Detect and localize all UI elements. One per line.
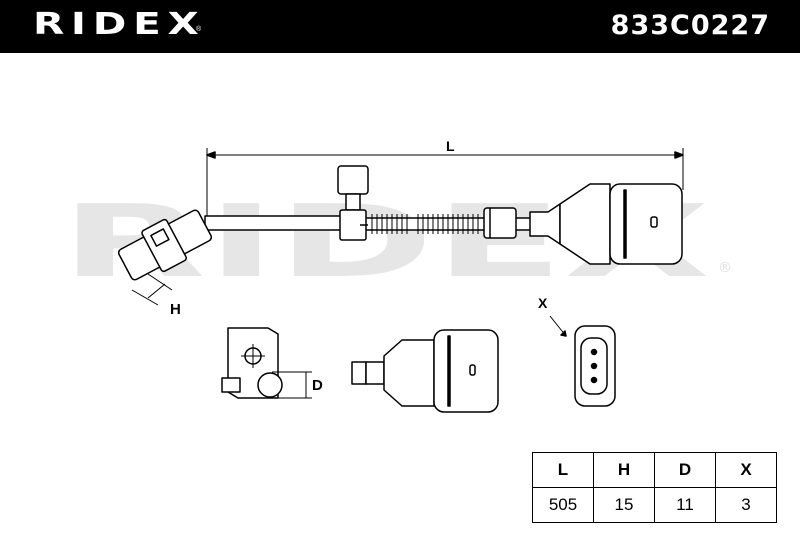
connector-side <box>529 183 683 265</box>
corrugated-sleeve <box>371 214 479 234</box>
table-cell: 11 <box>654 487 716 523</box>
registered-mark: ® <box>196 26 202 33</box>
table-cell: 3 <box>715 487 777 523</box>
label-d: D <box>312 377 323 394</box>
dimension-l <box>206 148 684 218</box>
table-header-cell: L <box>532 452 594 488</box>
sensor-detail <box>221 327 283 399</box>
part-number: 833C0227 <box>610 10 770 41</box>
pin-view-x <box>549 315 616 407</box>
table-header-cell: X <box>715 452 777 488</box>
brand-logo: RIDEX <box>33 7 206 42</box>
table-cell: 505 <box>532 487 594 523</box>
table-cell: 15 <box>593 487 655 523</box>
label-h: H <box>170 301 181 318</box>
dimensions-table: L H D X 505 15 11 3 <box>532 452 777 523</box>
table-header-cell: D <box>654 452 716 488</box>
cable-clip <box>337 165 369 241</box>
table-header-row: L H D X <box>532 452 777 488</box>
dimension-h <box>131 273 173 306</box>
sleeve-band <box>483 207 517 239</box>
sensor-head <box>117 209 213 281</box>
label-x: X <box>538 295 548 311</box>
table-row: 505 15 11 3 <box>532 487 777 523</box>
watermark-reg: ® <box>718 260 732 276</box>
connector-detail <box>351 329 499 413</box>
dimension-d <box>272 371 312 399</box>
cable <box>204 215 346 231</box>
table-header-cell: H <box>593 452 655 488</box>
label-l: L <box>446 138 455 154</box>
technical-drawing: RIDEX ® <box>60 138 732 413</box>
header-bar: RIDEX ® 833C0227 <box>0 0 800 53</box>
